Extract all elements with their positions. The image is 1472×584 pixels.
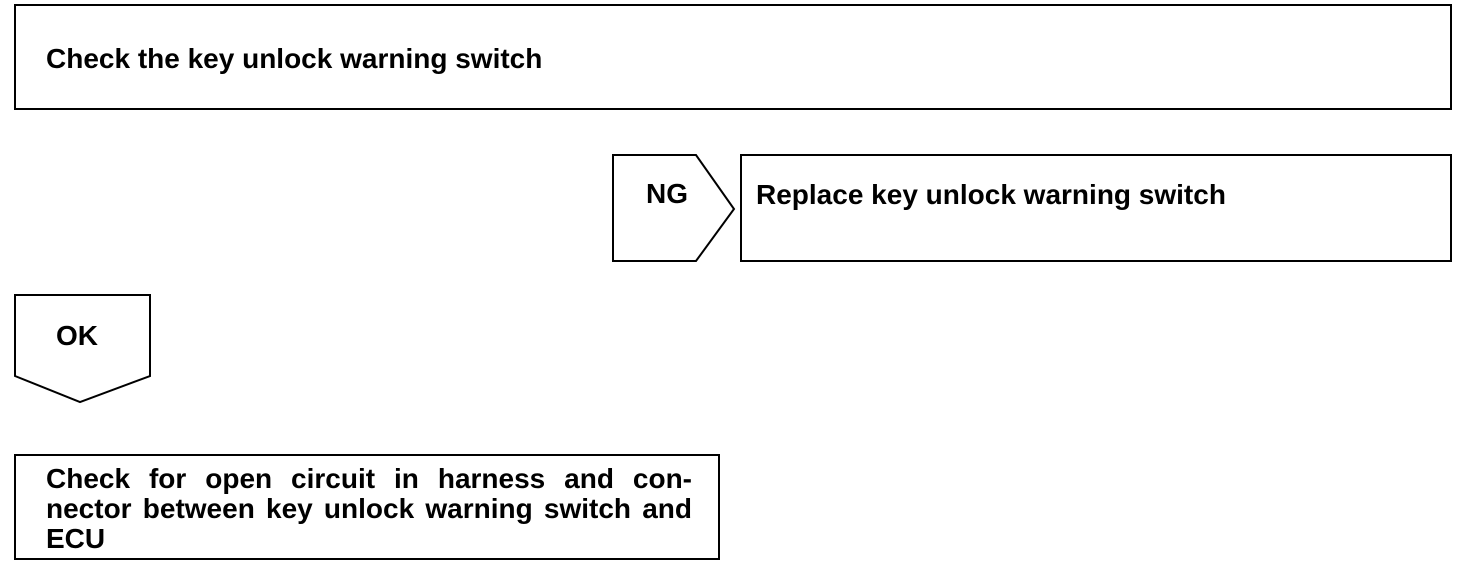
ng-label: NG: [646, 178, 688, 209]
check-switch-step: Check the key unlock warning switch: [14, 4, 1452, 110]
ok-arrow-shape: [14, 294, 151, 404]
ok-label: OK: [56, 320, 98, 351]
replace-switch-remedy-text: Replace key unlock warning switch: [756, 179, 1226, 210]
check-harness-step-text: Check for open circuit in harness and co…: [46, 463, 692, 554]
ng-branch-arrow: NG: [612, 154, 736, 264]
replace-switch-remedy: Replace key unlock warning switch: [740, 154, 1452, 262]
check-harness-step: Check for open circuit in harness and co…: [14, 454, 720, 560]
check-switch-step-text: Check the key unlock warning switch: [46, 43, 543, 74]
ng-arrow-shape: [612, 154, 736, 262]
ok-branch-arrow: OK: [14, 294, 152, 406]
